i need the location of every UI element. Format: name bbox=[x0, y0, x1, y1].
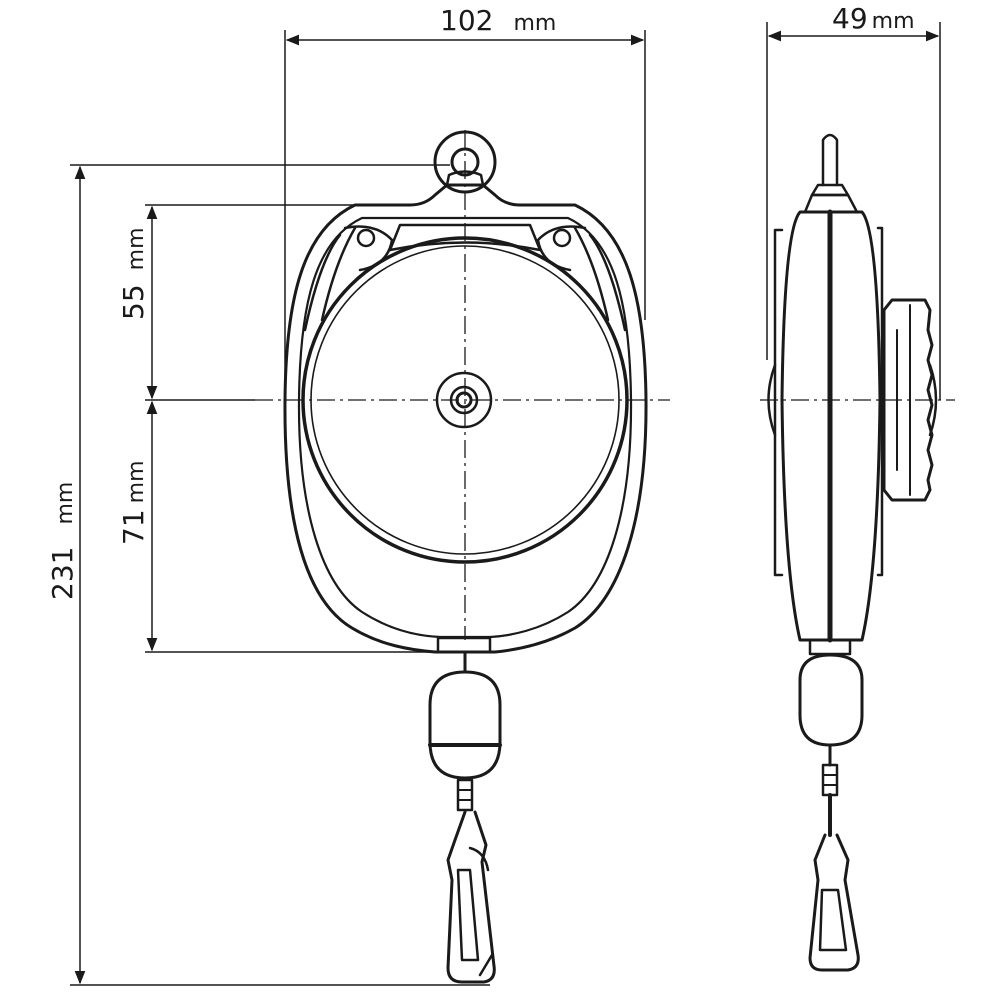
side-snap-hook-inner bbox=[818, 888, 848, 952]
bracket-right-arm bbox=[573, 226, 627, 332]
knob-collar bbox=[896, 304, 911, 496]
hub-middle bbox=[449, 385, 479, 415]
centerlines bbox=[255, 130, 955, 640]
swivel bbox=[456, 778, 474, 812]
side-back-boss-shape bbox=[767, 363, 777, 437]
center-to-bottom-label: 71mm bbox=[117, 460, 150, 545]
hub-outer bbox=[435, 371, 493, 429]
left-screw bbox=[356, 228, 376, 248]
housing-outer-outline bbox=[283, 183, 648, 654]
suspension-eye-inner bbox=[450, 147, 480, 177]
suspension-eye-outer bbox=[433, 130, 497, 194]
cable-outlet bbox=[436, 636, 492, 654]
side-top-cap bbox=[803, 193, 859, 214]
side-swivel bbox=[821, 763, 839, 797]
drum-inner bbox=[310, 245, 620, 555]
drum-outer bbox=[301, 236, 629, 564]
side-back-plate bbox=[773, 228, 784, 577]
cable-stop-ball bbox=[428, 670, 502, 780]
side-pin bbox=[821, 133, 839, 187]
hub-inner bbox=[455, 391, 473, 409]
top-to-center-label: 55mm bbox=[117, 227, 150, 320]
dimension-lines bbox=[70, 22, 941, 986]
side-front-plate bbox=[876, 226, 884, 577]
right-screw bbox=[552, 228, 572, 248]
adjustment-knob bbox=[882, 298, 934, 502]
front-view bbox=[283, 130, 648, 984]
side-pin-collar bbox=[810, 183, 850, 197]
snap-hook-inner bbox=[456, 868, 480, 962]
side-body bbox=[780, 210, 882, 642]
side-view bbox=[767, 133, 938, 972]
side-stop-ball bbox=[798, 653, 864, 747]
eye-neck bbox=[445, 170, 485, 187]
side-snap-hook bbox=[808, 833, 860, 972]
snap-hook-gate bbox=[468, 846, 494, 977]
knob-cap bbox=[928, 363, 938, 437]
bracket-left-arm bbox=[303, 226, 357, 332]
snap-hook bbox=[446, 810, 496, 984]
height-label: 231mm bbox=[46, 482, 79, 600]
